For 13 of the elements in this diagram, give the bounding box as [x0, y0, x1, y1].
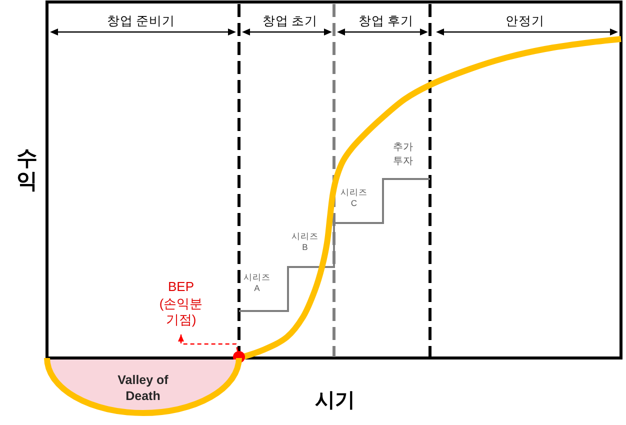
- axis-title: 시기: [315, 390, 355, 412]
- funding-round-label: 추가 투자: [393, 141, 413, 169]
- axis-title: 수익: [16, 146, 38, 194]
- phase-label: 창업 초기: [262, 14, 318, 28]
- phase-label: 창업 준비기: [106, 14, 176, 28]
- region-label: Valley of Death: [116, 372, 170, 404]
- valley-region: [44, 355, 242, 416]
- funding-round-label: 시리즈 A: [244, 272, 270, 294]
- phase-label: 창업 후기: [358, 14, 414, 28]
- funding-round-label: 시리즈 B: [292, 231, 318, 253]
- phase-label: 안정기: [506, 14, 544, 28]
- funding-round-label: 시리즈 C: [340, 187, 368, 209]
- annotation-label: BEP (손익분 기점): [159, 279, 203, 334]
